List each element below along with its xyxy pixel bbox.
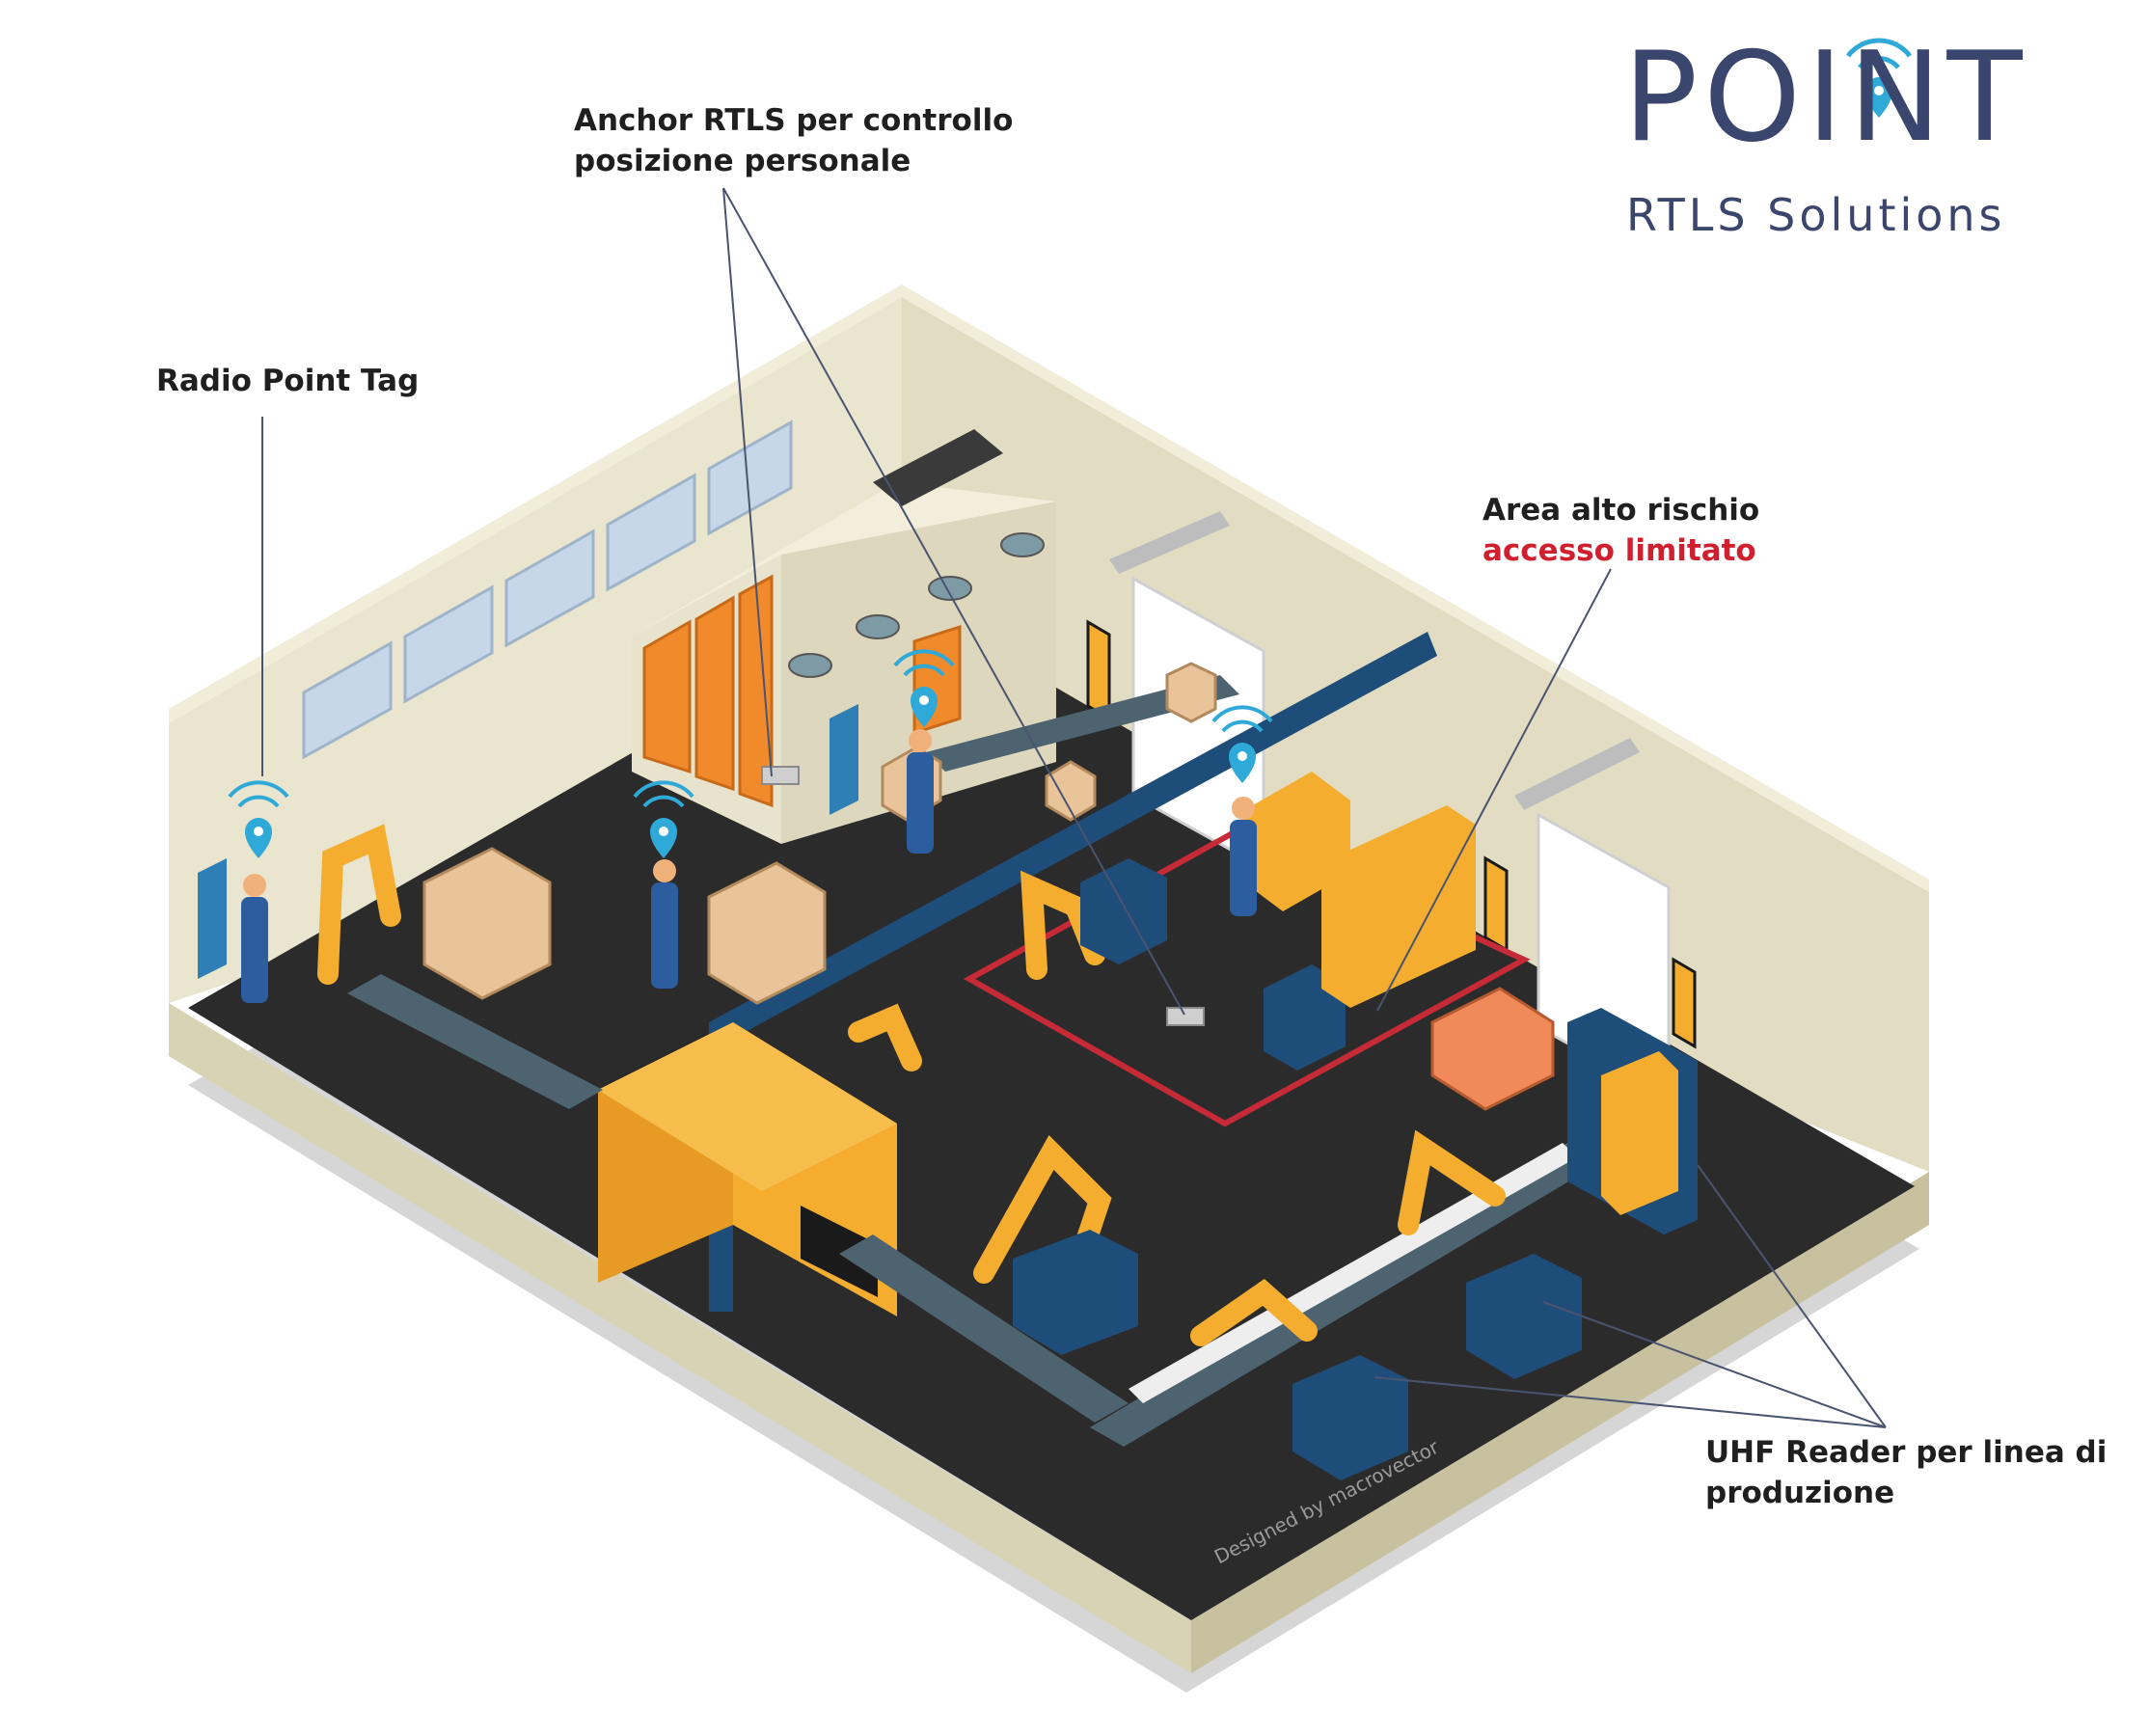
booth-vents <box>788 532 1045 678</box>
paint-booth-roof <box>632 482 1056 637</box>
left-wall-top <box>169 285 902 723</box>
back-wall <box>902 297 1929 1172</box>
leader-lines <box>261 187 1887 1428</box>
hazard-post-1 <box>1086 619 1111 721</box>
base-slab-left <box>169 1003 1191 1673</box>
lathe-bench <box>1321 805 1476 1008</box>
wall-kiosk <box>830 704 858 815</box>
yellow-machine-top <box>598 1022 897 1191</box>
workers <box>241 752 1257 1003</box>
location-pin-icon <box>1211 705 1273 783</box>
conveyor-left <box>347 974 603 1109</box>
hazard-post-2 <box>1483 855 1509 953</box>
label-anchor-line2: posizione personale <box>574 144 911 178</box>
white-belt <box>1129 1143 1577 1403</box>
label-uhf-line1: UHF Reader per linea di <box>1705 1435 2108 1470</box>
red-crates <box>1430 987 1555 1111</box>
conveyor-bottom <box>839 1234 1129 1423</box>
box-pallets <box>422 662 1217 1005</box>
hazard-post-3 <box>1672 957 1697 1049</box>
kiosk <box>198 858 227 979</box>
worker-heads <box>243 729 1255 897</box>
label-area-line1: Area alto rischio <box>1483 493 1760 528</box>
exhaust-duct <box>873 429 1003 506</box>
logo-signal-icon <box>1846 38 1912 118</box>
crane-rail-1 <box>1109 511 1230 574</box>
machine-bases <box>1013 858 1582 1480</box>
floor <box>188 598 1915 1620</box>
location-pin-icon <box>893 649 955 727</box>
logo-subtitle: RTLS Solutions <box>1626 189 2006 241</box>
press-body <box>1601 1051 1678 1215</box>
rtls-pins <box>228 649 1273 858</box>
windows <box>302 420 793 760</box>
crane-rail-2 <box>1514 738 1640 810</box>
rtls-anchor-2 <box>1166 1007 1205 1026</box>
booth-doors <box>642 574 962 808</box>
conveyor-right <box>1090 1143 1601 1447</box>
machine-opening <box>801 1206 878 1297</box>
location-pin-icon <box>228 780 289 858</box>
label-anchor-line1: Anchor RTLS per controllo <box>574 103 1014 138</box>
base-slab-right <box>1191 1172 1929 1673</box>
label-radio-tag: Radio Point Tag <box>156 364 420 398</box>
rtls-anchor-1 <box>761 766 800 785</box>
label-uhf-line2: produzione <box>1705 1476 1895 1510</box>
conveyor-back <box>926 675 1239 772</box>
location-pin-icon <box>633 780 694 858</box>
back-wall-top <box>902 285 1929 892</box>
logo-wordmark: POINT <box>1623 26 2028 170</box>
overhead-rail <box>709 632 1437 1046</box>
label-area-line2: accesso limitato <box>1483 533 1756 568</box>
